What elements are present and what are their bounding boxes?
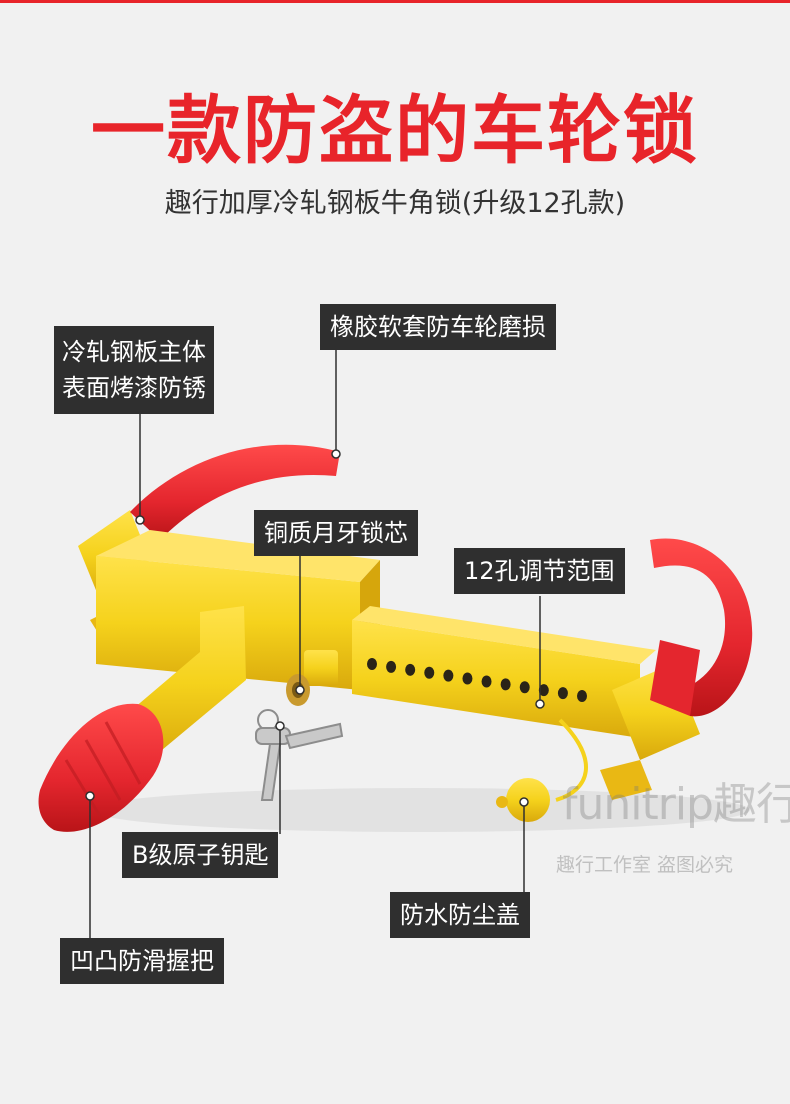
- watermark-brand: funitrip趣行: [562, 779, 790, 830]
- adjust-hole: [519, 681, 530, 694]
- adjust-hole: [481, 675, 492, 688]
- adjust-hole: [557, 687, 568, 700]
- leader-dots: [85, 449, 545, 807]
- handle: [38, 606, 246, 832]
- adjust-hole: [424, 666, 435, 679]
- callout-grip: 凹凸防滑握把: [60, 938, 224, 984]
- right-horn: [600, 538, 753, 800]
- subtitle: 趣行加厚冷轧钢板牛角锁(升级12孔款): [164, 188, 626, 219]
- adjust-hole: [462, 672, 473, 685]
- callout-body-line-2: 表面烤漆防锈: [62, 374, 206, 402]
- callout-cap: 防水防尘盖: [390, 892, 530, 938]
- callout-key: B级原子钥匙: [122, 832, 279, 878]
- callout-rubber: 橡胶软套防车轮磨损: [320, 304, 556, 350]
- leader-lines: [89, 350, 541, 940]
- adjust-hole: [500, 678, 511, 691]
- watermark-note: 趣行工作室 盗图必究: [556, 854, 734, 876]
- adjust-hole: [405, 663, 416, 676]
- adjust-hole: [386, 660, 397, 673]
- headline: 一款防盗的车轮锁: [91, 88, 699, 174]
- callout-holes: 12孔调节范围: [454, 548, 625, 594]
- adjust-hole: [367, 658, 377, 670]
- floor-shadow: [90, 788, 750, 832]
- sliding-bar: [352, 606, 656, 738]
- top-accent-line: [0, 0, 790, 3]
- adjust-holes: [367, 658, 587, 702]
- callout-body-line-1: 冷轧钢板主体: [62, 338, 206, 366]
- adjust-hole: [538, 684, 549, 697]
- adjust-hole: [577, 690, 587, 702]
- callout-body: 冷轧钢板主体 表面烤漆防锈: [54, 326, 214, 414]
- adjust-hole: [443, 669, 454, 682]
- callout-core: 铜质月牙锁芯: [254, 510, 418, 556]
- keys: [255, 709, 344, 801]
